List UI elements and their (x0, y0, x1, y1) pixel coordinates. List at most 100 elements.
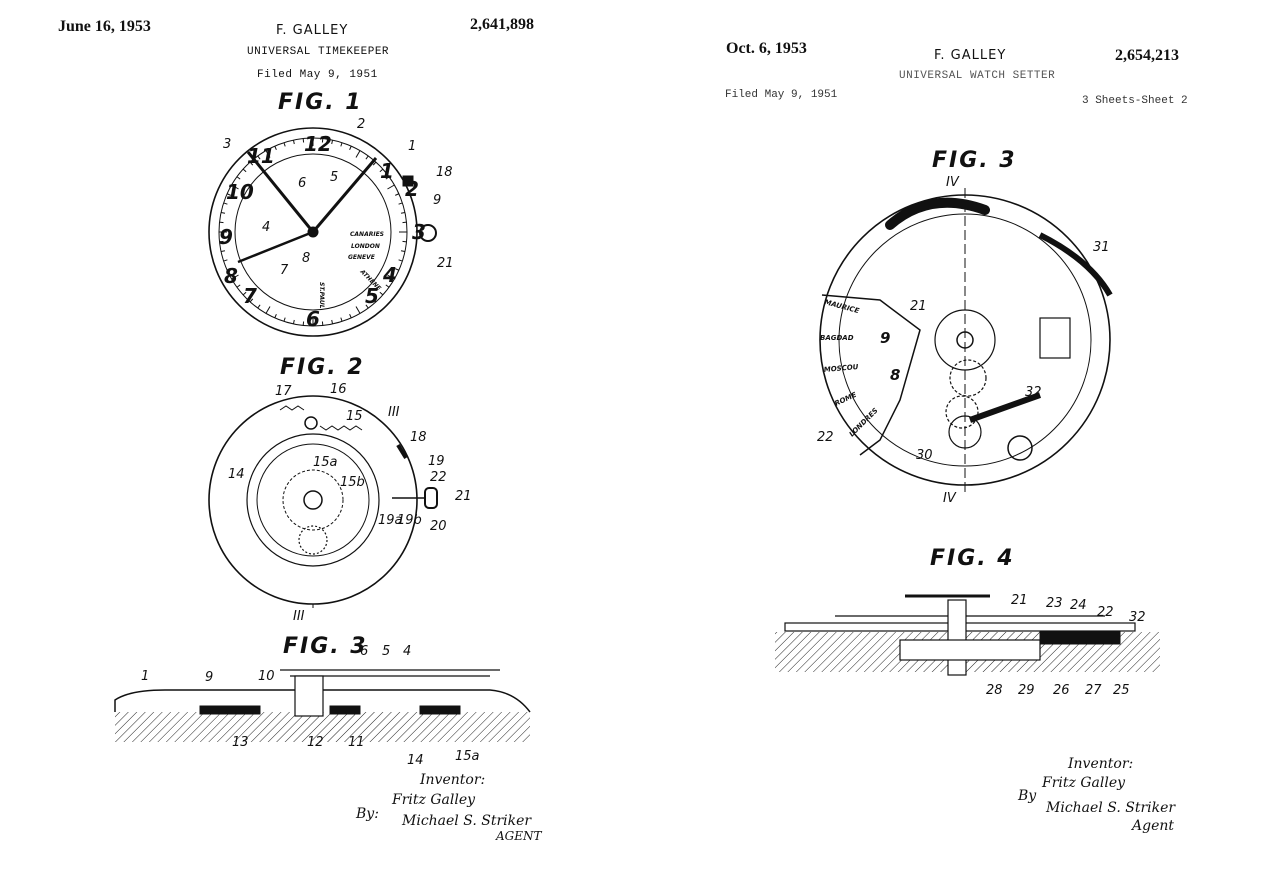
dial-tick (249, 161, 254, 166)
svg-text:LONDON: LONDON (351, 243, 380, 250)
svg-text:18: 18 (410, 430, 427, 445)
svg-text:19: 19 (428, 454, 445, 469)
svg-text:ST.PAUL: ST.PAUL (318, 282, 325, 309)
svg-text:CANARIES: CANARIES (350, 231, 384, 238)
dial-tick (365, 304, 369, 309)
svg-text:17: 17 (275, 384, 292, 399)
svg-text:11: 11 (348, 735, 365, 750)
right-patent-number: 2,654,213 (1115, 47, 1179, 64)
left-by-label: By: (356, 806, 379, 822)
dial-tick (292, 139, 295, 145)
svg-text:19a: 19a (378, 513, 403, 528)
dial-tick (340, 142, 343, 147)
dial-tick (231, 274, 239, 280)
dial-tick (379, 168, 384, 173)
left-title: UNIVERSAL TIMEKEEPER (247, 46, 390, 58)
svg-text:15a: 15a (455, 749, 480, 764)
svg-text:25: 25 (1113, 683, 1130, 698)
svg-text:5: 5 (382, 644, 390, 659)
svg-text:15a: 15a (313, 455, 338, 470)
svg-text:BAGDAD: BAGDAD (820, 334, 854, 342)
dial-tick (283, 317, 286, 322)
svg-text:8: 8 (890, 366, 900, 384)
left-inventor-label: Inventor: (420, 772, 486, 788)
left-agent-label: AGENT (496, 829, 542, 843)
svg-text:1: 1 (408, 139, 416, 154)
svg-text:10: 10 (258, 669, 275, 684)
svg-text:12: 12 (307, 735, 324, 750)
dial-tick (292, 319, 295, 325)
dial-tick (223, 202, 228, 205)
left-patent-number: 2,641,898 (470, 16, 534, 33)
dial-tick (249, 298, 254, 303)
svg-text:9: 9 (219, 225, 233, 249)
dial-tick (340, 317, 343, 322)
svg-text:32: 32 (1129, 610, 1146, 625)
svg-text:23: 23 (1046, 596, 1063, 611)
svg-text:9: 9 (433, 193, 441, 208)
svg-text:4: 4 (262, 220, 270, 235)
dial-tick (365, 155, 369, 160)
dial-tick (385, 284, 390, 288)
svg-text:4: 4 (403, 644, 411, 659)
right-agent-signature: Michael S. Striker (1046, 800, 1176, 816)
svg-text:III: III (293, 609, 305, 624)
svg-text:IV: IV (943, 491, 957, 506)
right-fig4-section (775, 594, 1160, 676)
svg-text:21: 21 (1011, 593, 1028, 608)
dial-tick (274, 145, 277, 150)
right-sheets: 3 Sheets-Sheet 2 (1082, 95, 1188, 107)
dial-tick (398, 259, 403, 262)
dial-tick (355, 306, 361, 314)
svg-text:13: 13 (232, 735, 249, 750)
dial-tick (257, 155, 261, 160)
svg-text:6: 6 (298, 176, 306, 191)
right-date: Oct. 6, 1953 (726, 40, 807, 57)
svg-text:12: 12 (304, 132, 332, 156)
right-fig3-dial: 9 8 MAURICE BAGDAD MOSCOU ROME LONDRES (820, 298, 900, 438)
dial-tick (223, 259, 228, 262)
svg-text:21: 21 (455, 489, 472, 504)
svg-text:9: 9 (205, 670, 213, 685)
dial-tick (242, 168, 247, 173)
left-fig1-dial (208, 127, 437, 337)
left-fig3-caption: FIG. 3 (283, 634, 368, 659)
dial-tick (226, 193, 231, 196)
svg-text:3: 3 (223, 137, 231, 152)
svg-text:8: 8 (224, 264, 238, 288)
dial-tick (265, 306, 271, 314)
svg-text:21: 21 (910, 299, 927, 314)
right-inventor-label: Inventor: (1068, 756, 1134, 772)
svg-text:18: 18 (436, 165, 453, 180)
svg-text:1: 1 (380, 159, 394, 183)
dial-tick (395, 268, 400, 271)
svg-text:21: 21 (437, 256, 454, 271)
svg-text:32: 32 (1025, 385, 1042, 400)
dial-tick (274, 314, 277, 319)
dial-tick (231, 184, 239, 190)
dial-tick (385, 176, 390, 180)
dial-tick (220, 211, 226, 214)
dial-tick (372, 298, 377, 303)
dial-tick (331, 319, 334, 325)
svg-text:14: 14 (228, 467, 245, 482)
dial-tick (398, 202, 403, 205)
svg-text:III: III (388, 405, 400, 420)
left-fig2-caption: FIG. 2 (280, 355, 365, 380)
dial-tick (387, 274, 395, 280)
dial-tick (400, 211, 406, 214)
svg-text:26: 26 (1053, 683, 1070, 698)
left-filed: Filed May 9, 1951 (257, 69, 378, 81)
svg-text:3: 3 (412, 220, 426, 244)
svg-text:31: 31 (1093, 240, 1110, 255)
svg-text:24: 24 (1070, 598, 1087, 613)
svg-text:8: 8 (302, 251, 310, 266)
svg-text:30: 30 (916, 448, 933, 463)
right-filed: Filed May 9, 1951 (725, 89, 838, 101)
svg-text:15b: 15b (340, 475, 365, 490)
svg-text:27: 27 (1085, 683, 1102, 698)
dial-tick (379, 291, 384, 296)
dial-tick (349, 145, 352, 150)
